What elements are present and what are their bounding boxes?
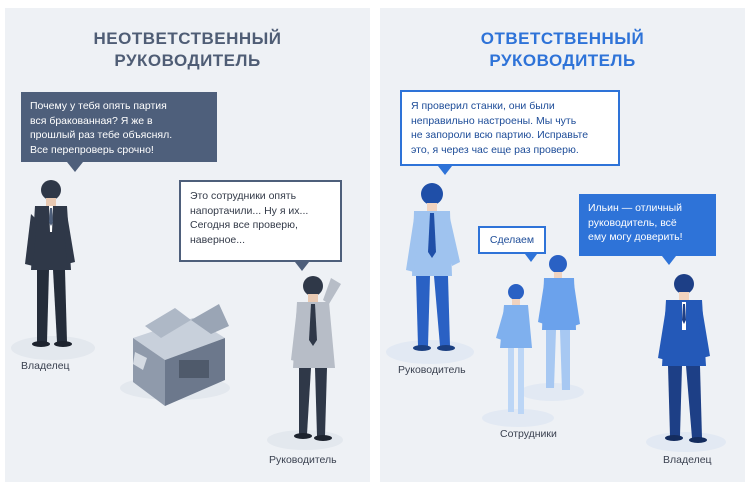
owner-speech-bubble: Почему у тебя опять партия вся бракованн… <box>21 92 217 162</box>
owner-figure <box>25 180 75 347</box>
responsible-manager-figure <box>406 183 460 351</box>
manager-figure <box>291 276 341 441</box>
right-title-line1: ОТВЕТСТВЕННЫЙ <box>480 29 645 48</box>
responsible-owner-speech-bubble: Ильин — отличный руководитель, всё ему м… <box>579 194 716 256</box>
employees-bubble-tail <box>525 254 537 262</box>
manager-speech-line: неправильно настроены. Мы чуть <box>411 114 577 127</box>
manager-label: Руководитель <box>269 454 337 466</box>
manager-speech-line: это, я через час еще раз проверю. <box>411 143 579 156</box>
responsible-owner-label: Владелец <box>663 454 712 466</box>
left-scene-illustration <box>11 180 343 450</box>
owner-speech-line: руководитель, всё <box>588 216 677 229</box>
owner-speech-line: Почему у тебя опять партия <box>30 100 167 112</box>
owner-label: Владелец <box>21 360 70 372</box>
manager-speech-line: Я проверил станки, они были <box>411 100 555 112</box>
manager-speech-line: наверное... <box>190 233 246 246</box>
owner-speech-line: Все перепроверь срочно! <box>30 143 154 156</box>
employee-man-figure <box>538 255 580 390</box>
owner-bubble-tail <box>67 162 83 172</box>
manager-speech-line: не запороли всю партию. Исправьте <box>411 129 589 141</box>
right-panel-title: ОТВЕТСТВЕННЫЙ РУКОВОДИТЕЛЬ <box>380 28 745 72</box>
manager-speech-line: Это сотрудники опять <box>190 190 297 202</box>
responsible-owner-figure <box>658 274 710 443</box>
left-panel: НЕОТВЕТСТВЕННЫЙ РУКОВОДИТЕЛЬ Почему у те… <box>5 8 370 482</box>
manager-speech-bubble: Это сотрудники опять напортачили... Ну я… <box>179 180 342 262</box>
owner-speech-line: вся бракованная? Я же в <box>30 114 153 127</box>
right-panel: ОТВЕТСТВЕННЫЙ РУКОВОДИТЕЛЬ Я проверил ст… <box>380 8 745 482</box>
left-title-line1: НЕОТВЕТСТВЕННЫЙ <box>93 29 282 48</box>
left-panel-title: НЕОТВЕТСТВЕННЫЙ РУКОВОДИТЕЛЬ <box>5 28 370 72</box>
manager-bubble-tail <box>438 166 452 175</box>
employees-speech-text: Сделаем <box>489 234 535 246</box>
employees-speech-bubble: Сделаем <box>478 226 546 254</box>
right-title-line2: РУКОВОДИТЕЛЬ <box>489 51 636 70</box>
employee-woman-figure <box>496 284 532 414</box>
left-title-line2: РУКОВОДИТЕЛЬ <box>114 51 261 70</box>
owner-bubble-tail <box>662 256 676 265</box>
manager-speech-line: Сегодня все проверю, <box>190 219 298 231</box>
owner-speech-line: ему могу доверить! <box>588 231 683 243</box>
manager-bubble-tail <box>295 262 309 271</box>
employees-label: Сотрудники <box>500 428 557 440</box>
manager-speech-line: напортачили... Ну я их... <box>190 204 309 217</box>
responsible-manager-speech-bubble: Я проверил станки, они были неправильно … <box>400 90 620 166</box>
owner-speech-line: Ильин — отличный <box>588 202 683 214</box>
owner-speech-line: прошлый раз тебе объяснял. <box>30 129 173 141</box>
responsible-manager-label: Руководитель <box>398 364 466 376</box>
broken-box <box>133 304 229 406</box>
right-scene-illustration <box>386 183 726 452</box>
